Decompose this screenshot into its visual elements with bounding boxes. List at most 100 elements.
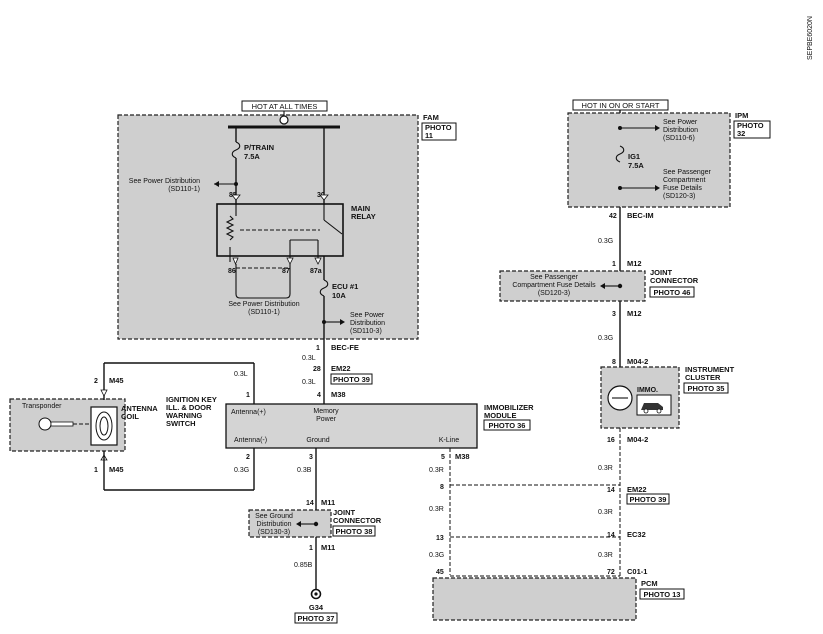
- wire-0-3b: 0.3B: [297, 467, 312, 474]
- ptrain-fuse-rating: 7.5A: [244, 152, 260, 161]
- wire-0-3g-l3: 0.3G: [429, 552, 444, 559]
- m38-pin-5: 5: [441, 454, 445, 461]
- antenna-coil: [90, 406, 118, 446]
- m45-top-pin: 2: [94, 378, 98, 385]
- pcm-title: PCM: [641, 579, 658, 588]
- m45-bot-pin: 1: [94, 467, 98, 474]
- relay-pin-87: 87: [282, 268, 290, 275]
- wire-0-3g-r1: 0.3G: [598, 238, 613, 245]
- em22-right-label: EM22: [627, 485, 647, 494]
- ign-key-title-4: SWITCH: [166, 419, 196, 428]
- bec-im-pin: 42: [609, 213, 617, 220]
- m12-bot-pin: 3: [612, 311, 616, 318]
- em22-left-pin: 28: [313, 366, 321, 373]
- see-pd-4-line1: See Power: [663, 119, 698, 126]
- see-pd-4-line3: (SD110-6): [663, 135, 695, 142]
- wire-0-3r-r2: 0.3R: [598, 509, 613, 516]
- c01-pin-right: 72: [607, 569, 615, 576]
- em22-left-photo: PHOTO 39: [333, 375, 370, 384]
- see-ground-line2: Distribution: [256, 521, 291, 528]
- fam-photo-number: 11: [425, 131, 433, 140]
- ec32-pin-right: 14: [607, 532, 615, 539]
- m11-bot-pin: 1: [309, 545, 313, 552]
- ign-key-title-1: IGNITION KEY: [166, 395, 217, 404]
- transponder-label: Transponder: [22, 403, 62, 410]
- immo-module-photo-box: [483, 419, 531, 431]
- bec-fe-label: BEC-FE: [331, 343, 359, 352]
- m04-top-label: M04-2: [627, 357, 648, 366]
- immobilizer-module: [225, 403, 478, 449]
- wire-0-3l-a: 0.3L: [302, 355, 316, 362]
- joint-conn-left-title-1: JOINT: [333, 508, 356, 517]
- em22-right-photo: PHOTO 39: [630, 495, 667, 504]
- see-pd-4-line2: Distribution: [663, 127, 698, 134]
- memory-power-line2: Power: [316, 416, 337, 423]
- immo-lamp-label: IMMO.: [637, 387, 658, 394]
- battery-feed-terminal: [279, 115, 289, 125]
- antenna-minus-label: Antenna(-): [234, 437, 267, 444]
- see-pass-right-line1: See Passenger: [663, 169, 712, 176]
- ig1-fuse-name: IG1: [628, 152, 640, 161]
- see-pass-mid-line1: See Passenger: [530, 274, 579, 281]
- see-pass-mid-line2: Compartment Fuse Details: [512, 282, 596, 289]
- ign-key-title-2: ILL. & DOOR: [166, 403, 212, 412]
- ec32-label: EC32: [627, 530, 646, 539]
- bec-im-label: BEC-IM: [627, 211, 654, 220]
- hot-at-all-times-label: HOT AT ALL TIMES: [252, 102, 318, 111]
- ipm-title: IPM: [735, 111, 748, 120]
- joint-conn-right-title-2: CONNECTOR: [650, 276, 699, 285]
- ec32-pin-left: 13: [436, 535, 444, 542]
- m12-bot-label: M12: [627, 309, 642, 318]
- see-ground-line1: See Ground: [255, 513, 293, 520]
- fam-photo: PHOTO: [425, 123, 452, 132]
- joint-connector-right: [499, 270, 646, 302]
- wire-0-3l-b: 0.3L: [302, 379, 316, 386]
- joint-conn-left-photo-box: [332, 525, 376, 537]
- fam-title: FAM: [423, 113, 439, 122]
- wire-0-3r-a: 0.3R: [429, 467, 444, 474]
- immo-module-title-2: MODULE: [484, 411, 517, 420]
- pcm-box: [432, 577, 637, 621]
- m11-bot-label: M11: [321, 543, 335, 552]
- g34-label: G34: [309, 603, 324, 612]
- see-pass-mid-line3: (SD120-3): [538, 290, 570, 297]
- main-relay-title-2: RELAY: [351, 212, 376, 221]
- c01-label: C01-1: [627, 567, 647, 576]
- m38-top-label: M38: [331, 390, 346, 399]
- m38-pin-2: 2: [246, 454, 250, 461]
- ig1-fuse-rating: 7.5A: [628, 161, 644, 170]
- relay-coil: [225, 215, 235, 241]
- joint-conn-left-photo: PHOTO 38: [336, 527, 373, 536]
- m11-top-label: M11: [321, 498, 335, 507]
- m12-top-label: M12: [627, 259, 642, 268]
- ptrain-fuse-name: P/TRAIN: [244, 143, 274, 152]
- g34-photo-box: [294, 612, 338, 624]
- ecu-fuse-rating: 10A: [332, 291, 346, 300]
- main-relay-title-1: MAIN: [351, 204, 370, 213]
- antenna-coil-title-2: COIL: [121, 412, 139, 421]
- ptrain-fuse-symbol: [231, 141, 241, 159]
- em22-left-photo-box: [330, 373, 373, 385]
- see-pd-2-line2: (SD110-1): [248, 309, 280, 316]
- joint-conn-right-title-1: JOINT: [650, 268, 673, 277]
- m45-bot-label: M45: [109, 465, 124, 474]
- wire-0-3r-r3: 0.3R: [598, 552, 613, 559]
- joint-conn-right-photo-box: [649, 286, 695, 298]
- instrument-cluster-title-1: INSTRUMENT: [685, 365, 735, 374]
- wire-0-3r-l2: 0.3R: [429, 506, 444, 513]
- instrument-cluster-title-2: CLUSTER: [685, 373, 721, 382]
- joint-conn-right-photo: PHOTO 46: [654, 288, 691, 297]
- m04-bot-pin: 16: [607, 437, 615, 444]
- ecu-fuse-name: ECU #1: [332, 282, 358, 291]
- transponder-key-icon: [38, 417, 52, 431]
- ground-label: Ground: [306, 437, 329, 444]
- wire-0-3g: 0.3G: [234, 467, 249, 474]
- fam-photo-box: [421, 122, 457, 141]
- immo-module-title-1: IMMOBILIZER: [484, 403, 534, 412]
- see-pd-2-line1: See Power Distribution: [228, 301, 299, 308]
- see-pass-right-line3: Fuse Details: [663, 185, 702, 192]
- immo-module-photo: PHOTO 36: [489, 421, 526, 430]
- m38-top-pin: 4: [317, 392, 321, 399]
- see-pd-3-line1: See Power: [350, 312, 385, 319]
